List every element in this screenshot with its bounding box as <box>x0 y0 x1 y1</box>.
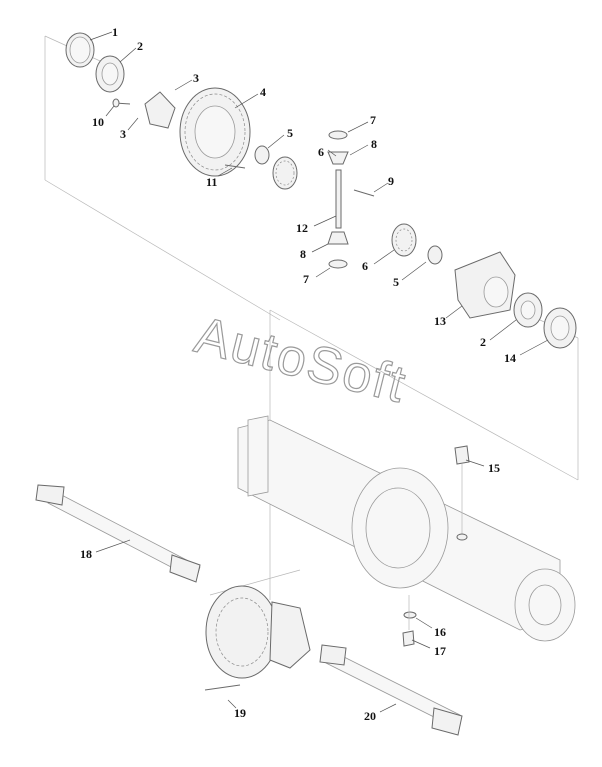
callout-10: 10 <box>92 115 104 129</box>
callout-16: 16 <box>434 625 446 639</box>
pinion-washer-upper <box>328 130 348 140</box>
wheel-hub <box>204 585 311 691</box>
bearing-left <box>95 55 125 93</box>
callout-1: 1 <box>112 25 118 39</box>
half-shaft-left <box>35 484 201 583</box>
callout-labels: 1 2 3 4 10 3 5 11 7 6 8 9 12 8 7 6 5 13 … <box>80 25 516 723</box>
pin <box>224 164 246 169</box>
callout-14: 14 <box>504 351 516 365</box>
half-shaft-right <box>319 644 463 736</box>
callout-4: 4 <box>260 85 266 99</box>
leader-lines <box>89 31 549 713</box>
callout-7-lower: 7 <box>303 272 309 286</box>
callout-5-lower: 5 <box>393 275 399 289</box>
callout-18: 18 <box>80 547 92 561</box>
callout-15: 15 <box>488 461 500 475</box>
side-gear-lower <box>391 223 417 257</box>
callout-5: 5 <box>287 126 293 140</box>
seal-ring <box>543 307 577 349</box>
callout-13: 13 <box>434 314 446 328</box>
lock-pin <box>353 189 375 197</box>
callout-2: 2 <box>137 39 143 53</box>
callout-6-lower: 6 <box>362 259 368 273</box>
pinion-gear-lower <box>327 231 349 245</box>
callout-8-lower: 8 <box>300 247 306 261</box>
callout-3: 3 <box>193 71 199 85</box>
bearing-right <box>513 292 543 328</box>
pinion-gear-upper <box>327 151 349 165</box>
thrust-washer-upper <box>254 145 270 165</box>
callout-7: 7 <box>370 113 376 127</box>
lock-plate <box>144 91 176 129</box>
callout-8: 8 <box>371 137 377 151</box>
gasket-washer <box>403 611 417 619</box>
watermark-text: AutoSoft <box>189 306 412 414</box>
callout-20: 20 <box>364 709 376 723</box>
ring-gear <box>179 87 251 177</box>
pinion-washer-lower <box>328 259 348 269</box>
callout-9: 9 <box>388 174 394 188</box>
callout-19: 19 <box>234 706 246 720</box>
differential-case <box>454 251 516 319</box>
cross-shaft <box>335 169 342 229</box>
callout-11: 11 <box>206 175 217 189</box>
callout-12: 12 <box>296 221 308 235</box>
callout-17: 17 <box>434 644 446 658</box>
callout-6: 6 <box>318 145 324 159</box>
drain-plug-lower <box>402 630 415 647</box>
thrust-washer-lower <box>427 245 443 265</box>
side-gear-upper <box>272 156 298 190</box>
axle-housing <box>237 415 576 642</box>
bolt <box>112 98 120 108</box>
callout-3-lower: 3 <box>120 127 126 141</box>
callout-2-lower: 2 <box>480 335 486 349</box>
drain-plug-upper <box>454 445 470 541</box>
